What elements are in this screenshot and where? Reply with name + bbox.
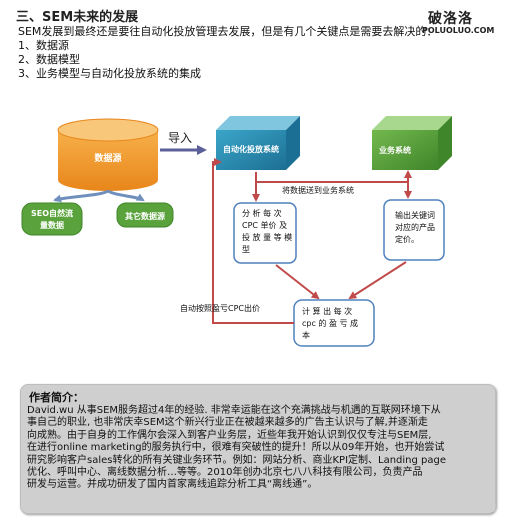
bio-line: 优化、呼叫中心、离线数据分析…等等。2010年创办北京七八八科技有限公司，负责产…	[27, 467, 423, 479]
bio-line: 在进行online marketing的服务执行中，很难有突破性的提升！所以从0…	[27, 442, 445, 454]
analysis-line: 型	[242, 245, 250, 254]
other-data-box: 其它数据源	[116, 202, 174, 228]
intro-line: SEM发展到最终还是要往自动化投放管理去发展，但是有几个关键点是需要去解决的：	[18, 25, 438, 38]
auto-system-label: 自动化投放系统	[223, 144, 279, 154]
intro-text: SEM发展到最终还是要往自动化投放管理去发展，但是有几个关键点是需要去解决的： …	[18, 25, 488, 81]
author-bio-box: 作者简介： David.wu 从事SEM服务超过4年的经验. 非常幸运能在这个充…	[20, 384, 496, 514]
seo-data-label-1: SEO自然流	[31, 208, 73, 218]
bio-line: 研究影响客户sales转化的所有关键业务环节。例如：网站分析、商业KPI定制、L…	[27, 454, 447, 466]
data-source-cylinder: 数据源	[57, 118, 159, 191]
profit-box: 计 算 出 每 次 cpc 的 盈 亏 成 本	[293, 299, 375, 347]
other-data-label: 其它数据源	[125, 211, 165, 221]
loopback-arrow: 自动按照盈亏CPC出价	[180, 158, 294, 324]
output-box: 输出关键词 对应的产品 定价。	[383, 199, 445, 261]
analysis-line: CPC 单价 及	[242, 220, 287, 230]
bio-line: David.wu 从事SEM服务超过4年的经验. 非常幸运能在这个充满挑战与机遇…	[27, 405, 441, 416]
intro-item: 1、数据源	[18, 39, 69, 52]
profit-line: cpc 的 盈 亏 成	[302, 318, 358, 328]
converge-arrows	[275, 261, 407, 300]
output-line: 定价。	[395, 234, 419, 244]
logo-en-text: POLUOLUO.COM	[422, 26, 495, 35]
intro-item: 2、数据模型	[18, 53, 80, 66]
intro-item: 3、业务模型与自动化投放系统的集成	[18, 67, 201, 80]
profit-line: 计 算 出 每 次	[302, 306, 352, 316]
logo-cn-text: 破洛洛	[428, 11, 473, 27]
output-line: 输出关键词	[395, 210, 435, 220]
import-arrow: 导入	[160, 131, 207, 155]
source-split-arrows	[53, 189, 145, 203]
feedback-arrow: 将数据送到业务系统	[255, 170, 412, 195]
seo-data-label-2: 量数据	[40, 220, 64, 230]
auto-system-cube: 自动化投放系统	[216, 116, 300, 170]
bio-text: David.wu 从事SEM服务超过4年的经验. 非常幸运能在这个充满挑战与机遇…	[27, 405, 489, 492]
bio-line: 研发与运营。并成功研发了国内首家离线追踪分析工具“离线通”。	[27, 479, 318, 491]
bio-title: 作者简介：	[29, 391, 84, 404]
analysis-line: 投 放 量 等 模	[242, 232, 292, 242]
output-line: 对应的产品	[395, 222, 435, 232]
feedback-label: 将数据送到业务系统	[282, 185, 354, 195]
bio-line: 事自己的职业, 也非常庆幸SEM这个新兴行业正在被越来越多的广告主认识与了解,并…	[27, 417, 428, 429]
business-system-cube: 业务系统	[372, 116, 452, 170]
import-label: 导入	[168, 131, 192, 145]
bio-line: 向成熟。由于自身的工作偶尔会深入到客户业务层，近些年我开始认识到仅仅专注与SEM…	[27, 429, 432, 441]
profit-line: 本	[302, 330, 310, 340]
watermark-text: SEMWATCH.ORG	[321, 493, 498, 517]
site-logo[interactable]: 破洛洛 POLUOLUO.COM	[418, 8, 506, 40]
analysis-line: 分 析 每 次	[242, 208, 282, 218]
seo-data-box: SEO自然流 量数据	[21, 202, 83, 236]
section-title: 三、SEM未来的发展	[16, 10, 139, 25]
analysis-box: 分 析 每 次 CPC 单价 及 投 放 量 等 模 型	[233, 202, 297, 264]
business-system-label: 业务系统	[379, 145, 411, 155]
data-source-label: 数据源	[94, 152, 121, 164]
auto-adjust-label: 自动按照盈亏CPC出价	[180, 303, 260, 313]
